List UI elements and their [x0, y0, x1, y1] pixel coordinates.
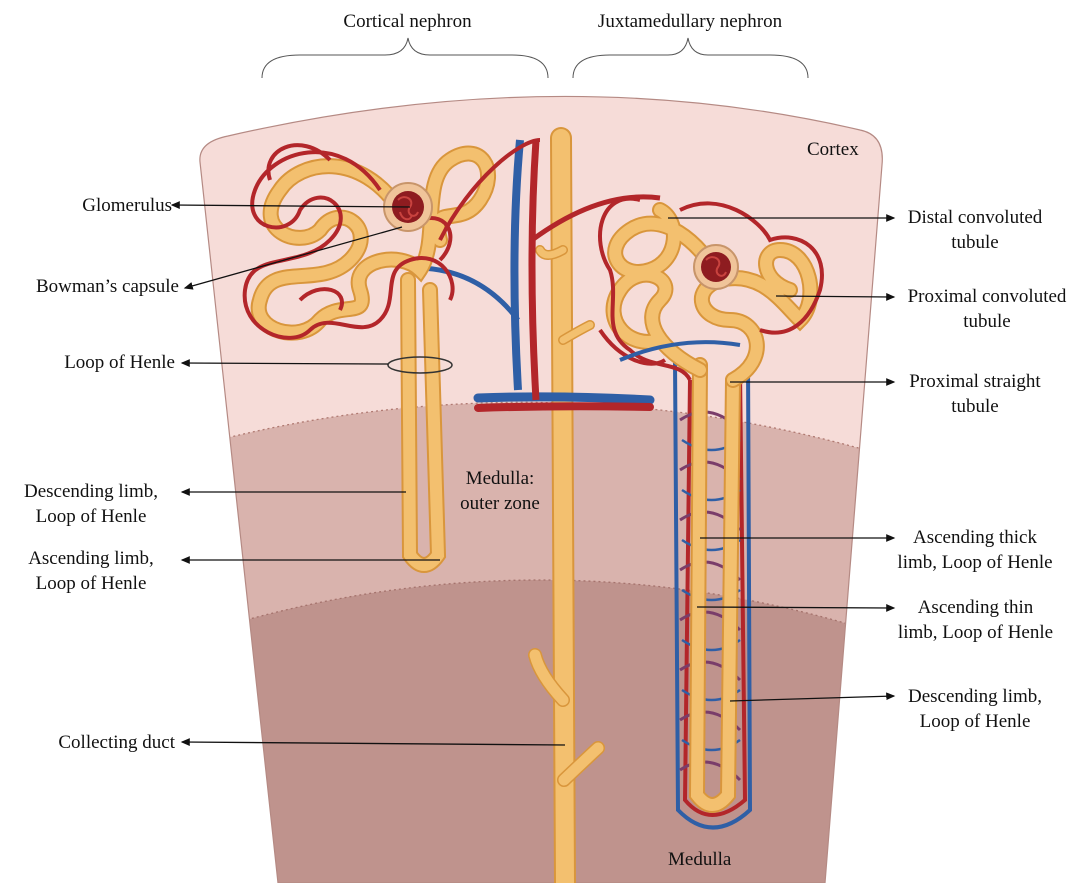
pst-label-1: Proximal straight: [890, 369, 1060, 395]
thick-limb-label-2: limb, Loop of Henle: [890, 550, 1060, 576]
medulla-outer-zone-label-2: outer zone: [440, 491, 560, 517]
cortical-nephron-heading: Cortical nephron: [315, 9, 500, 35]
loop-of-henle-label: Loop of Henle: [0, 350, 175, 376]
descending-limb-label-1: Descending limb,: [6, 479, 176, 505]
dct-label-1: Distal convoluted: [890, 205, 1060, 231]
glomerulus-label: Glomerulus: [0, 193, 172, 219]
ascending-limb-label-2: Loop of Henle: [6, 571, 176, 597]
pct-label-1: Proximal convoluted: [888, 284, 1086, 310]
thin-limb-label-2: limb, Loop of Henle: [888, 620, 1063, 646]
pct-label-2: tubule: [888, 309, 1086, 335]
inner-medulla-region: [180, 580, 900, 883]
thin-limb-label-1: Ascending thin: [888, 595, 1063, 621]
juxtamedullary-bowmans-capsule: [694, 245, 738, 289]
collecting-duct-label: Collecting duct: [0, 730, 175, 756]
cortex-label: Cortex: [807, 137, 859, 163]
bowmans-capsule-label: Bowman’s capsule: [0, 274, 179, 300]
pst-label-2: tubule: [890, 394, 1060, 420]
cortical-brace: [262, 38, 548, 78]
descending-limb-right-label-2: Loop of Henle: [890, 709, 1060, 735]
descending-limb-label-2: Loop of Henle: [6, 504, 176, 530]
juxtamedullary-nephron-heading: Juxtamedullary nephron: [570, 9, 810, 35]
thick-limb-label-1: Ascending thick: [890, 525, 1060, 551]
descending-limb-right-label-1: Descending limb,: [890, 684, 1060, 710]
medulla-outer-zone-label-1: Medulla:: [440, 466, 560, 492]
medulla-label: Medulla: [668, 847, 731, 873]
dct-label-2: tubule: [890, 230, 1060, 256]
ascending-limb-label-1: Ascending limb,: [6, 546, 176, 572]
juxtamedullary-glomerulus: [701, 252, 731, 282]
juxtamedullary-brace: [573, 38, 808, 78]
